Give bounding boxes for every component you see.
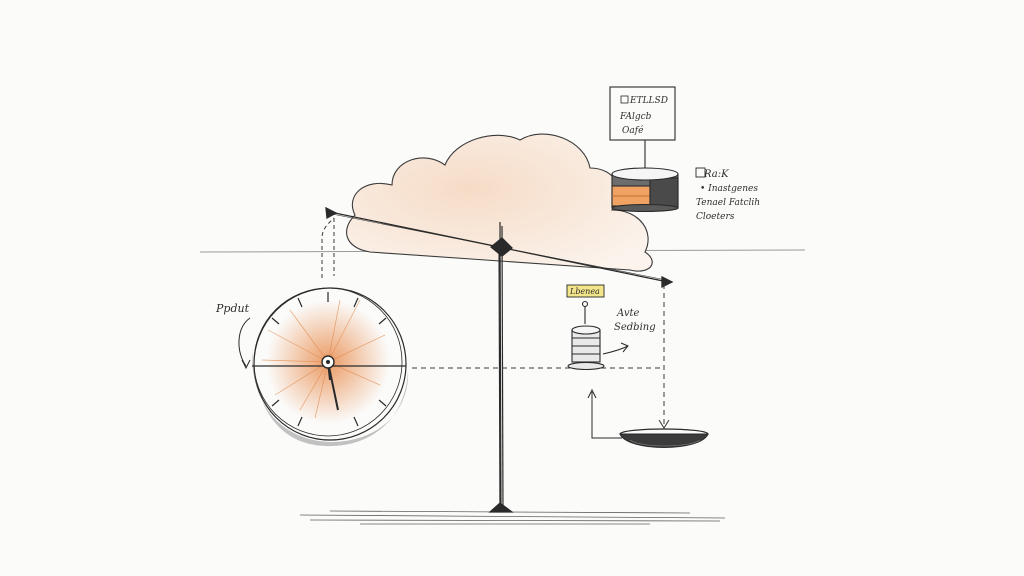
database-icon xyxy=(611,167,679,213)
left-label-arrow xyxy=(238,317,251,370)
scale-pan xyxy=(619,428,709,448)
balance-beam xyxy=(325,206,674,289)
ground-line xyxy=(299,510,726,525)
db-item-2: Tenael Fatclih xyxy=(696,198,760,208)
checkbox-icon xyxy=(695,167,706,178)
left-label: Ppdut xyxy=(215,302,250,315)
db-item-1: • Inastgenes xyxy=(700,184,758,194)
mid-arrow xyxy=(602,342,629,355)
tag-label: Lbenea xyxy=(569,287,600,296)
pan-connector xyxy=(587,388,622,439)
mid-label-line1: Avte xyxy=(616,308,639,319)
left-connector xyxy=(321,217,335,278)
small-database-icon xyxy=(567,300,605,371)
top-box-line2: FAlgcb xyxy=(619,112,652,122)
cloud-shape xyxy=(346,133,653,272)
db-item-3: Cloeters xyxy=(696,212,735,222)
mid-label-line2: Sedbing xyxy=(614,322,656,333)
clock-gauge xyxy=(251,287,409,447)
top-info-box xyxy=(609,86,676,168)
db-title: Ra:K xyxy=(703,169,729,180)
tag-label-box xyxy=(566,284,605,298)
top-box-line1: ETLLSD xyxy=(629,96,668,106)
balance-pole xyxy=(488,221,514,513)
top-box-line3: Oafé xyxy=(622,125,644,136)
